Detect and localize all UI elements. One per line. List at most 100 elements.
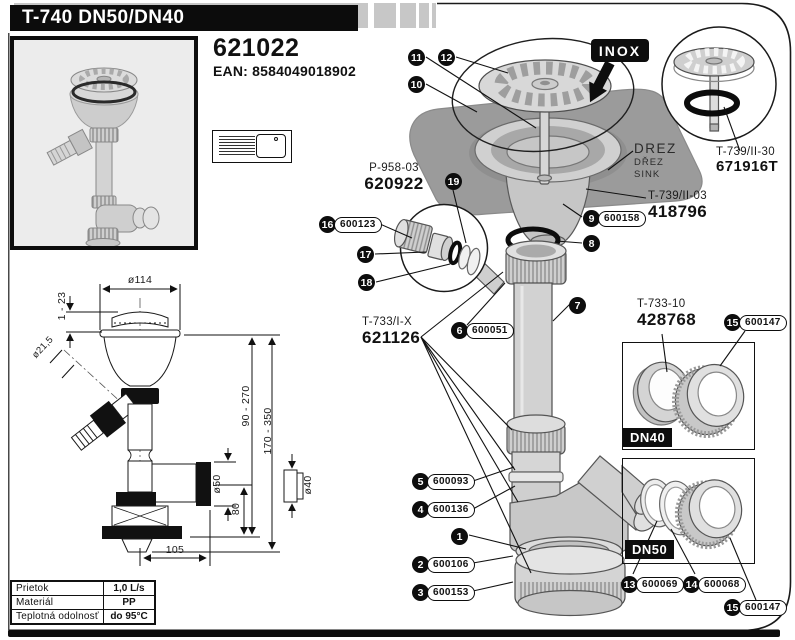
callout-1-number: 1 [451, 528, 468, 545]
callout-8-number: 8 [583, 235, 600, 252]
dim-diameter-40: ø40 [302, 475, 314, 495]
dim-height-90-270: 90 - 270 [240, 385, 252, 427]
callout-9-number: 9 [583, 210, 600, 227]
sink-label-block: DREZ DŘEZ SINK [634, 141, 677, 180]
strainer-detail-inset [661, 26, 777, 142]
sink-drain-icon [274, 137, 278, 141]
sink-label-en: SINK [634, 169, 661, 180]
ref-t733-10: T-733-10 428768 [637, 298, 696, 330]
page-frame [8, 2, 792, 637]
dim-height-80: 80 [230, 502, 242, 516]
callout-5: 5 600093 [412, 473, 475, 490]
callout-12-number: 12 [438, 49, 455, 66]
sink-pictogram [212, 130, 292, 163]
dim-offset-105: 105 [165, 544, 185, 556]
callout-10: 10 [408, 76, 425, 93]
callout-5-number: 5 [412, 473, 429, 490]
callout-3-number: 3 [412, 584, 429, 601]
ref-t739-03-sku: 418796 [648, 202, 708, 221]
dn40-box [622, 342, 755, 450]
detail-ellipse [451, 37, 635, 153]
callout-15-top: 15 600147 [724, 314, 787, 331]
callout-12: 12 [438, 49, 455, 66]
callout-15-top-part: 600147 [739, 314, 787, 331]
spec-material-label: Materiál [12, 596, 104, 609]
ref-t739-03-code: T-739/II-03 [648, 190, 707, 202]
leader-lines [374, 56, 757, 601]
callout-4: 4 600136 [412, 501, 475, 518]
dn50-box [622, 458, 755, 564]
callout-17-number: 17 [357, 246, 374, 263]
callout-14-part: 600068 [698, 576, 746, 593]
ref-t733-10-code: T-733-10 [637, 298, 686, 310]
ref-p958-code: P-958-03 [369, 162, 419, 174]
dn50-label: DN50 [625, 540, 675, 559]
callout-4-part: 600136 [427, 501, 475, 518]
callout-15-top-number: 15 [724, 314, 741, 331]
dimension-drawing [49, 284, 304, 568]
ref-t739-03: T-739/II-03 418796 [648, 190, 707, 222]
callout-13-part: 600069 [636, 576, 684, 593]
spec-row-flow: Prietok 1,0 L/s [12, 582, 154, 596]
product-sku: 621022 [213, 34, 300, 62]
callout-18-number: 18 [358, 274, 375, 291]
callout-11: 11 [408, 49, 425, 66]
ref-p958: P-958-03 620922 [362, 162, 426, 194]
callout-6-part: 600051 [466, 322, 514, 339]
dim-diameter-50: ø50 [211, 474, 223, 494]
spec-row-temperature: Teplotná odolnosť do 95°C [12, 610, 154, 623]
callout-11-number: 11 [408, 49, 425, 66]
tail-pipe [513, 282, 553, 426]
callout-9: 9 600158 [583, 210, 646, 227]
callout-16-part: 600123 [334, 216, 382, 233]
dim-diameter-114: ø114 [127, 274, 153, 286]
sink-basin-icon [256, 134, 286, 158]
callout-9-part: 600158 [598, 210, 646, 227]
title-bar: T-740 DN50/DN40 [10, 5, 358, 31]
callout-17: 17 [357, 246, 374, 263]
callout-18: 18 [358, 274, 375, 291]
dn40-label: DN40 [623, 428, 673, 447]
callout-2-number: 2 [412, 556, 429, 573]
product-ean: EAN: 8584049018902 [213, 63, 356, 79]
callout-16-number: 16 [319, 216, 336, 233]
callout-14: 14 600068 [683, 576, 746, 593]
spec-temperature-value: do 95°C [110, 611, 148, 622]
ref-t733ix-sku: 621126 [362, 328, 421, 347]
sink-drainboard-icon [219, 136, 255, 157]
ref-t739-30-code: T-739/II-30 [716, 146, 775, 158]
header-bar-decor-2 [400, 3, 416, 28]
header-bar-decor-1 [374, 3, 396, 28]
dn40-parts [632, 361, 745, 438]
ref-p958-sku: 620922 [364, 174, 424, 193]
sink-label-cz: DŘEZ [634, 157, 664, 168]
spec-row-material: Materiál PP [12, 596, 154, 610]
ref-t733ix: T-733/I-X 621126 [362, 316, 420, 348]
callout-3-part: 600153 [427, 584, 475, 601]
callout-2-part: 600106 [427, 556, 475, 573]
inox-arrow [589, 60, 615, 103]
ref-t733ix-code: T-733/I-X [362, 316, 412, 328]
callout-16: 16 600123 [319, 216, 382, 233]
product-photo [12, 38, 196, 248]
callout-3: 3 600153 [412, 584, 475, 601]
spec-table: Prietok 1,0 L/s Materiál PP Teplotná odo… [10, 580, 156, 625]
spec-temperature-label: Teplotná odolnosť [12, 610, 104, 623]
callout-7: 7 [569, 297, 586, 314]
callout-15-bottom-part: 600147 [739, 599, 787, 616]
sink-label-sk: DREZ [634, 141, 677, 156]
callout-6: 6 600051 [451, 322, 514, 339]
dim-height-1-23: 1 - 23 [56, 291, 68, 321]
callout-8: 8 [583, 235, 600, 252]
callout-13-number: 13 [621, 576, 638, 593]
callout-6-number: 6 [451, 322, 468, 339]
callout-13: 13 600069 [621, 576, 684, 593]
callout-19: 19 [445, 173, 462, 190]
overflow-detail-inset [393, 203, 489, 293]
spec-flow-value: 1,0 L/s [113, 583, 145, 594]
callout-15-bottom: 15 600147 [724, 599, 787, 616]
callout-19-number: 19 [445, 173, 462, 190]
header-bar-decor-4 [432, 3, 436, 28]
